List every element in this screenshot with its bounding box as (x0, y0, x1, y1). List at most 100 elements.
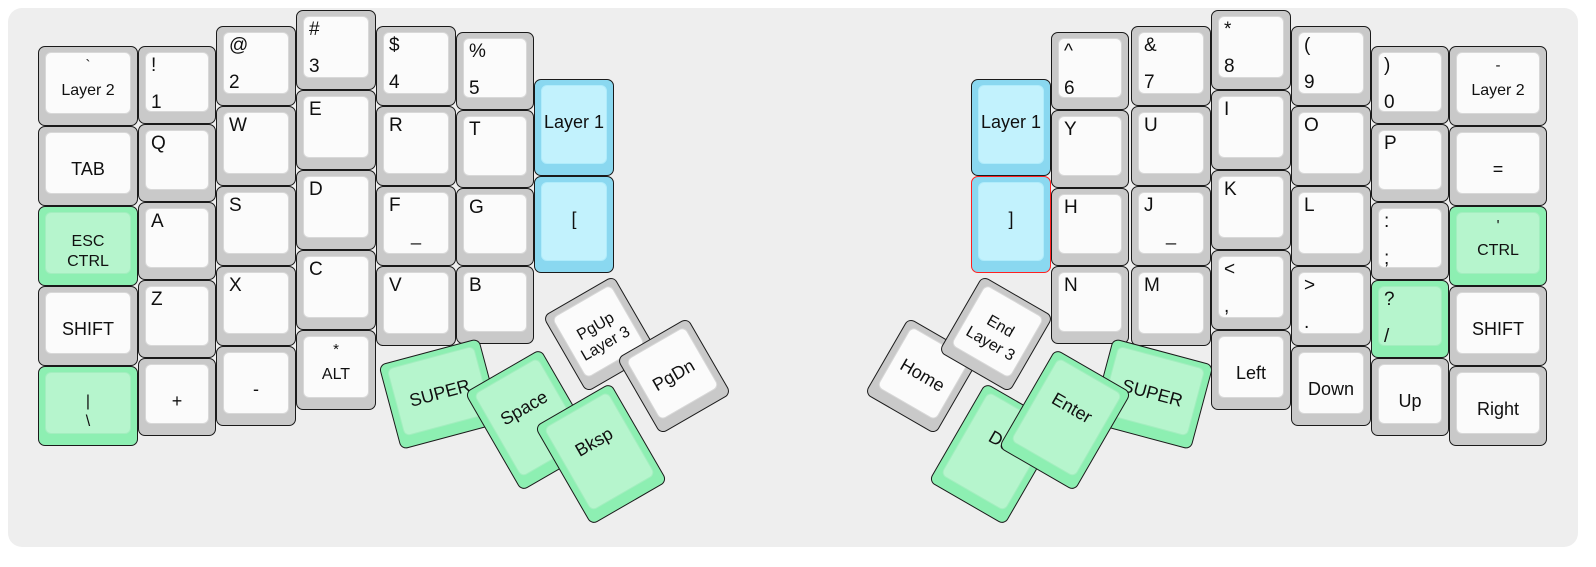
legend-top: - (1495, 57, 1501, 74)
key-legends: C (297, 251, 375, 329)
key-pipe-backslash[interactable]: |\ (38, 366, 138, 446)
key-5[interactable]: %5 (456, 32, 534, 110)
key-shift-left[interactable]: SHIFT (38, 286, 138, 366)
key-1[interactable]: !1 (138, 46, 216, 124)
key-grave-layer2[interactable]: `Layer 2 (38, 46, 138, 126)
key-plus[interactable]: + (138, 358, 216, 436)
key-t[interactable]: T (456, 110, 534, 188)
key-legends: Layer 1 (972, 80, 1050, 175)
key-legends: *ALT (297, 331, 375, 409)
legend-top-left: E (309, 99, 322, 120)
legend-top: ` (85, 57, 91, 74)
key-legends: I (1212, 91, 1290, 169)
key-quote-ctrl[interactable]: 'CTRL (1449, 206, 1547, 286)
key-right[interactable]: Right (1449, 366, 1547, 446)
key-alt[interactable]: *ALT (296, 330, 376, 410)
key-up[interactable]: Up (1371, 358, 1449, 436)
key-period[interactable]: >. (1291, 266, 1371, 346)
key-k[interactable]: K (1211, 170, 1291, 250)
key-w[interactable]: W (216, 106, 296, 186)
key-z[interactable]: Z (138, 280, 216, 358)
key-legends: Z (139, 281, 215, 357)
key-legends: M (1132, 267, 1210, 345)
key-minus[interactable]: - (216, 346, 296, 426)
key-4[interactable]: $4 (376, 26, 456, 106)
key-left[interactable]: Left (1211, 330, 1291, 410)
key-legends: |\ (39, 367, 137, 445)
key-g[interactable]: G (456, 188, 534, 266)
key-legends: #3 (297, 11, 375, 89)
legend-top-left: U (1144, 115, 1158, 136)
key-l[interactable]: L (1291, 186, 1371, 266)
key-cap (1378, 286, 1442, 346)
key-bracket-left[interactable]: [ (534, 176, 614, 273)
key-s[interactable]: S (216, 186, 296, 266)
key-8[interactable]: *8 (1211, 10, 1291, 90)
legend-top-left: # (309, 19, 320, 40)
key-tab[interactable]: TAB (38, 126, 138, 206)
key-cap (1058, 194, 1122, 254)
key-0[interactable]: )0 (1371, 46, 1449, 124)
key-9[interactable]: (9 (1291, 26, 1371, 106)
key-6[interactable]: ^6 (1051, 32, 1129, 110)
key-comma[interactable]: <, (1211, 250, 1291, 330)
key-down[interactable]: Down (1291, 346, 1371, 426)
legend-top-left: % (469, 41, 486, 62)
key-7[interactable]: &7 (1131, 26, 1211, 106)
key-shift-right[interactable]: SHIFT (1449, 286, 1547, 366)
key-m[interactable]: M (1131, 266, 1211, 346)
key-3[interactable]: #3 (296, 10, 376, 90)
key-layer1-left[interactable]: Layer 1 (534, 79, 614, 176)
key-legends: O (1292, 107, 1370, 185)
key-u[interactable]: U (1131, 106, 1211, 186)
key-semicolon[interactable]: :; (1371, 202, 1449, 280)
key-e[interactable]: E (296, 90, 376, 170)
key-minus-layer2[interactable]: -Layer 2 (1449, 46, 1547, 126)
key-legends: 'CTRL (1450, 207, 1546, 285)
key-v[interactable]: V (376, 266, 456, 346)
legend-top: ' (1496, 217, 1500, 234)
key-f[interactable]: F_ (376, 186, 456, 266)
key-layer1-right[interactable]: Layer 1 (971, 79, 1051, 176)
key-2[interactable]: @2 (216, 26, 296, 106)
key-legends: Right (1450, 367, 1546, 445)
legend-bottom-left: , (1224, 296, 1230, 317)
key-a[interactable]: A (138, 202, 216, 280)
key-legends: $4 (377, 27, 455, 105)
key-slash[interactable]: ?/ (1371, 280, 1449, 358)
legend-top-left: H (1064, 197, 1078, 218)
key-y[interactable]: Y (1051, 110, 1129, 188)
legend-bottom-left: 4 (389, 72, 400, 93)
key-legends: J_ (1132, 187, 1210, 265)
key-x[interactable]: X (216, 266, 296, 346)
legend-bottom: \ (85, 413, 91, 430)
key-p[interactable]: P (1371, 124, 1449, 202)
key-i[interactable]: I (1211, 90, 1291, 170)
key-n[interactable]: N (1051, 266, 1129, 344)
key-h[interactable]: H (1051, 188, 1129, 266)
key-b[interactable]: B (456, 266, 534, 344)
key-cap (45, 372, 131, 434)
key-cap (303, 256, 369, 318)
key-legends: A (139, 203, 215, 279)
key-bracket-right[interactable]: ] (971, 176, 1051, 273)
key-cap (383, 112, 449, 174)
key-o[interactable]: O (1291, 106, 1371, 186)
key-cap (1456, 372, 1540, 434)
key-d[interactable]: D (296, 170, 376, 250)
legend-top-left: Z (151, 289, 163, 310)
key-c[interactable]: C (296, 250, 376, 330)
key-cap (978, 85, 1044, 164)
legend-top-left: ? (1384, 289, 1395, 310)
key-legends: V (377, 267, 455, 345)
key-cap (1218, 16, 1284, 78)
key-r[interactable]: R (376, 106, 456, 186)
key-legends: Up (1372, 359, 1448, 435)
key-cap (45, 52, 131, 114)
key-equal[interactable]: = (1449, 126, 1547, 206)
key-legends: ?/ (1372, 281, 1448, 357)
key-j[interactable]: J_ (1131, 186, 1211, 266)
key-q[interactable]: Q (138, 124, 216, 202)
legend-top-left: R (389, 115, 403, 136)
